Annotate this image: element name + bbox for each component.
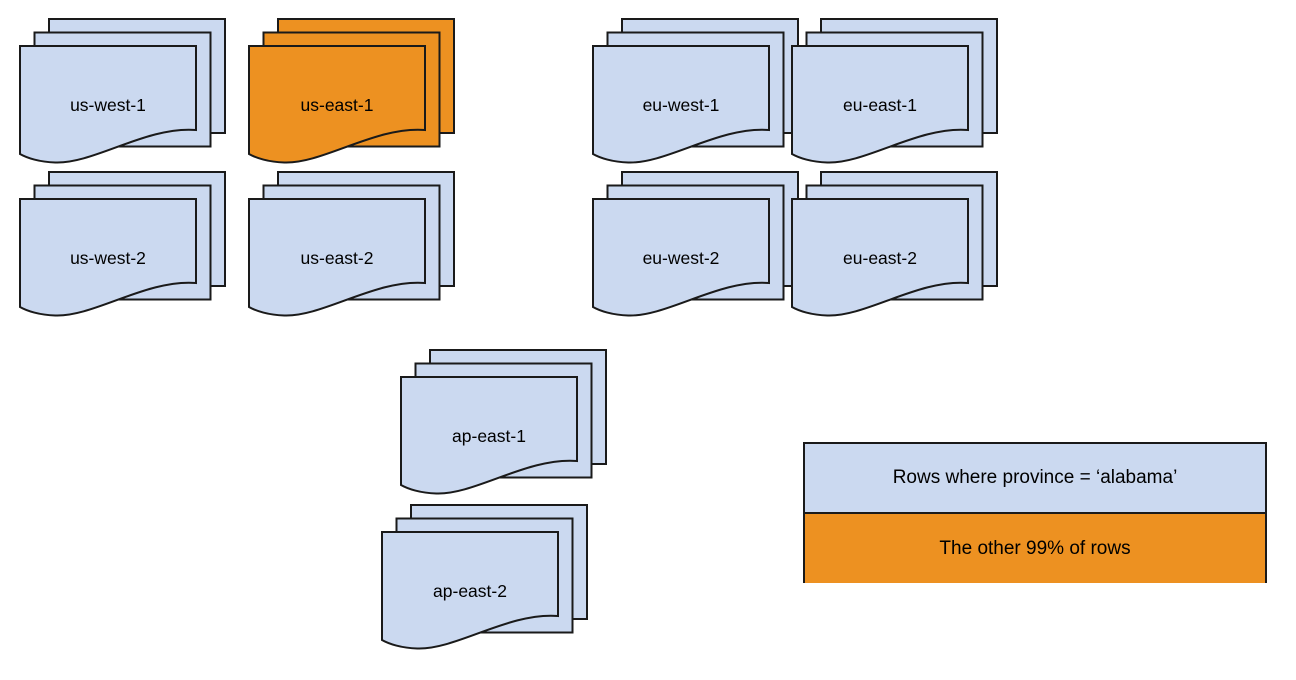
shard-sheet [791, 45, 969, 164]
shard-stack-shape-eu-east-1 [791, 18, 998, 164]
shard-stack-us-west-2[interactable] [19, 171, 228, 322]
shard-stack-shape-ap-east-2 [381, 504, 588, 650]
shard-stack-us-east-2[interactable] [248, 171, 457, 322]
shard-stack-us-east-1[interactable] [248, 18, 457, 169]
legend: Rows where province = ‘alabama’The other… [803, 442, 1267, 583]
shard-stack-ap-east-1[interactable] [400, 349, 609, 500]
shard-sheet [400, 376, 578, 495]
shard-sheet [381, 531, 559, 650]
shard-sheet [19, 45, 197, 164]
shard-stack-eu-west-1[interactable] [592, 18, 801, 169]
shard-sheet [248, 198, 426, 317]
shard-stack-shape-us-west-2 [19, 171, 226, 317]
shard-sheet [592, 45, 770, 164]
shard-stack-shape-us-east-2 [248, 171, 455, 317]
shard-stack-shape-eu-west-1 [592, 18, 799, 164]
shard-stack-shape-us-east-1 [248, 18, 455, 164]
shard-stack-ap-east-2[interactable] [381, 504, 590, 655]
shard-stack-eu-east-2[interactable] [791, 171, 1000, 322]
shard-sheet [19, 198, 197, 317]
shard-stack-shape-eu-west-2 [592, 171, 799, 317]
shard-stack-us-west-1[interactable] [19, 18, 228, 169]
shard-stack-shape-eu-east-2 [791, 171, 998, 317]
shard-sheet [592, 198, 770, 317]
shard-stack-eu-east-1[interactable] [791, 18, 1000, 169]
shard-sheet [248, 45, 426, 164]
shard-stack-shape-us-west-1 [19, 18, 226, 164]
shard-sheet [791, 198, 969, 317]
legend-hot: The other 99% of rows [805, 514, 1265, 583]
shard-stack-eu-west-2[interactable] [592, 171, 801, 322]
shard-stack-shape-ap-east-1 [400, 349, 607, 495]
legend-shard: Rows where province = ‘alabama’ [805, 444, 1265, 514]
